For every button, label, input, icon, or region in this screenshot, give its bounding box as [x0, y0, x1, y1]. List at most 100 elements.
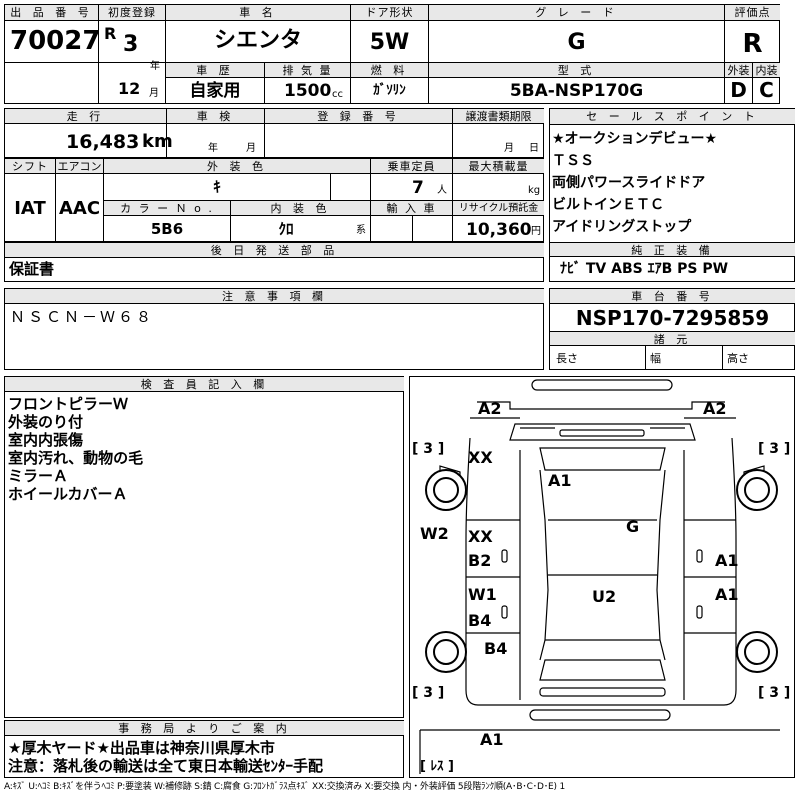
chassis-header: 車 台 番 号 [550, 289, 795, 304]
damage-mark: A1 [480, 730, 504, 749]
office-line: ★厚木ヤード★出品車は神奈川県厚木市 [8, 739, 275, 757]
damage-mark: A2 [703, 399, 727, 418]
grade-header: グ レ ー ド [429, 5, 724, 21]
max-load-header: 最大積載量 [453, 159, 544, 174]
reg-year: 3 [123, 32, 139, 57]
sales-point-header: セ ー ル ス ポ イ ン ト [550, 109, 795, 125]
fuel: ｶﾞｿﾘﾝ [373, 83, 406, 98]
equipment-value: ﾅﾋﾞ TV ABS ｴｱB PS PW [560, 261, 729, 277]
door-type: 5W [369, 30, 410, 55]
inspector-line: 室内汚れ、動物の毛 [8, 449, 144, 467]
int-color-unit: 系 [356, 225, 366, 236]
sales-point-item: ＴＳＳ [552, 153, 594, 169]
color-no-header: カ ラ ー Ｎ o . [104, 201, 230, 216]
spare-tire-mark: [ ﾚｽ ] [420, 759, 454, 774]
ext-color-header: 外 装 色 [104, 159, 370, 174]
inspection-year-unit: 年 [208, 143, 218, 154]
tread-front-right: [ 3 ] [758, 441, 791, 457]
chassis-number: NSP170-7295859 [575, 306, 770, 330]
sales-point-item: 両側パワースライドドア [552, 175, 706, 191]
mileage-block [4, 108, 544, 158]
mileage-unit: km [142, 131, 173, 152]
sales-point-item: ビルトインＥＴＣ [552, 197, 664, 213]
int-color: ｸﾛ [278, 220, 294, 238]
chassis-block [549, 288, 795, 370]
parts-header: 後 日 発 送 部 品 [5, 243, 544, 258]
inspector-header: 検 査 員 記 入 欄 [5, 377, 404, 392]
ac-header: エアコン [56, 159, 103, 174]
era-letter: R [104, 24, 117, 43]
notes-value: ＮＳＣＮ－Ｗ６８ [10, 308, 155, 326]
damage-mark: XX [468, 527, 493, 546]
damage-mark: U2 [592, 587, 617, 606]
capacity-header: 乗車定員 [371, 159, 452, 174]
parts-block [4, 242, 544, 282]
displacement-header: 排 気 量 [265, 63, 350, 78]
sales-point-item: アイドリングストップ [552, 219, 692, 235]
mileage-header: 走 行 [5, 109, 166, 124]
parts-value: 保証書 [9, 260, 55, 278]
dim-length-label: 長さ [556, 352, 578, 365]
door-header: ドア形状 [351, 5, 428, 21]
inspector-line: 外装のり付 [8, 413, 84, 431]
year-unit: 年 [150, 61, 160, 72]
fuel-header: 燃 料 [351, 63, 428, 78]
mileage: 16,483 [66, 131, 140, 153]
max-load-unit: kg [528, 185, 541, 196]
shift: IAT [14, 198, 46, 219]
score: R [742, 29, 763, 59]
inspector-line: 室内内張傷 [8, 431, 84, 449]
score-header: 評価点 [725, 5, 780, 21]
inspector-block [4, 376, 404, 718]
tread-rear-right: [ 3 ] [758, 685, 791, 701]
reg-month: 12 [118, 79, 141, 98]
inspector-line: フロントピラーＷ [8, 395, 129, 413]
transfer-month-unit: 月 [504, 143, 514, 154]
tread-front-left: [ 3 ] [412, 441, 445, 457]
damage-mark: G [626, 517, 640, 536]
recycle-header: リサイクル預託金 [453, 201, 544, 216]
transfer-header: 譲渡書類期限 [453, 109, 544, 124]
interior-header: 内装 [753, 63, 780, 78]
lot-no: 70027 [10, 26, 101, 56]
model-header: 型 式 [429, 63, 724, 78]
legend: A:ｷｽﾞ U:ﾍｺﾐ B:ｷｽﾞを伴うﾍｺﾐ P:要塗装 W:補修跡 S:錆 … [4, 782, 565, 792]
damage-mark: A1 [715, 585, 739, 604]
month-unit: 月 [149, 88, 159, 99]
car-diagram [419, 379, 780, 774]
header-block [4, 4, 780, 104]
car-diagram-panel [409, 376, 795, 778]
ac: AAC [58, 198, 101, 219]
car-name: シエンタ [213, 28, 302, 53]
office-header: 事 務 局 よ り ご 案 内 [5, 721, 404, 736]
exterior-score: D [730, 78, 747, 102]
displacement-unit: cc [332, 89, 343, 100]
exterior-header: 外装 [725, 63, 752, 78]
history-header: 車 歴 [166, 63, 264, 78]
capacity-unit: 人 [437, 185, 447, 196]
dimensions-header: 諸 元 [550, 331, 795, 346]
inspection-month-unit: 月 [246, 143, 256, 154]
transfer-day-unit: 日 [529, 143, 539, 154]
import-header: 輸 入 車 [371, 201, 452, 216]
notes-block [4, 288, 544, 370]
displacement: 1500 [284, 81, 332, 101]
ext-color: ｷ [213, 178, 221, 196]
equipment-header: 純 正 装 備 [550, 242, 795, 257]
dim-width-label: 幅 [650, 352, 661, 365]
color-no: 5B6 [150, 220, 184, 238]
damage-mark: B4 [484, 639, 508, 658]
shift-header: シフト [5, 159, 55, 174]
capacity: 7 [412, 178, 424, 198]
damage-mark: A1 [548, 471, 572, 490]
dim-height-label: 高さ [727, 352, 749, 365]
damage-mark: A1 [715, 551, 739, 570]
damage-mark: B2 [468, 551, 492, 570]
inspector-line: ホイールカバーＡ [8, 485, 128, 503]
sales-point-item: ★オークションデビュー★ [552, 131, 718, 147]
int-color-header: 内 装 色 [231, 201, 370, 216]
car-name-header: 車 名 [166, 5, 350, 21]
interior-score: C [759, 78, 774, 102]
recycle-amount: 10,360 [466, 220, 532, 240]
notes-header: 注 意 事 項 欄 [5, 289, 544, 304]
